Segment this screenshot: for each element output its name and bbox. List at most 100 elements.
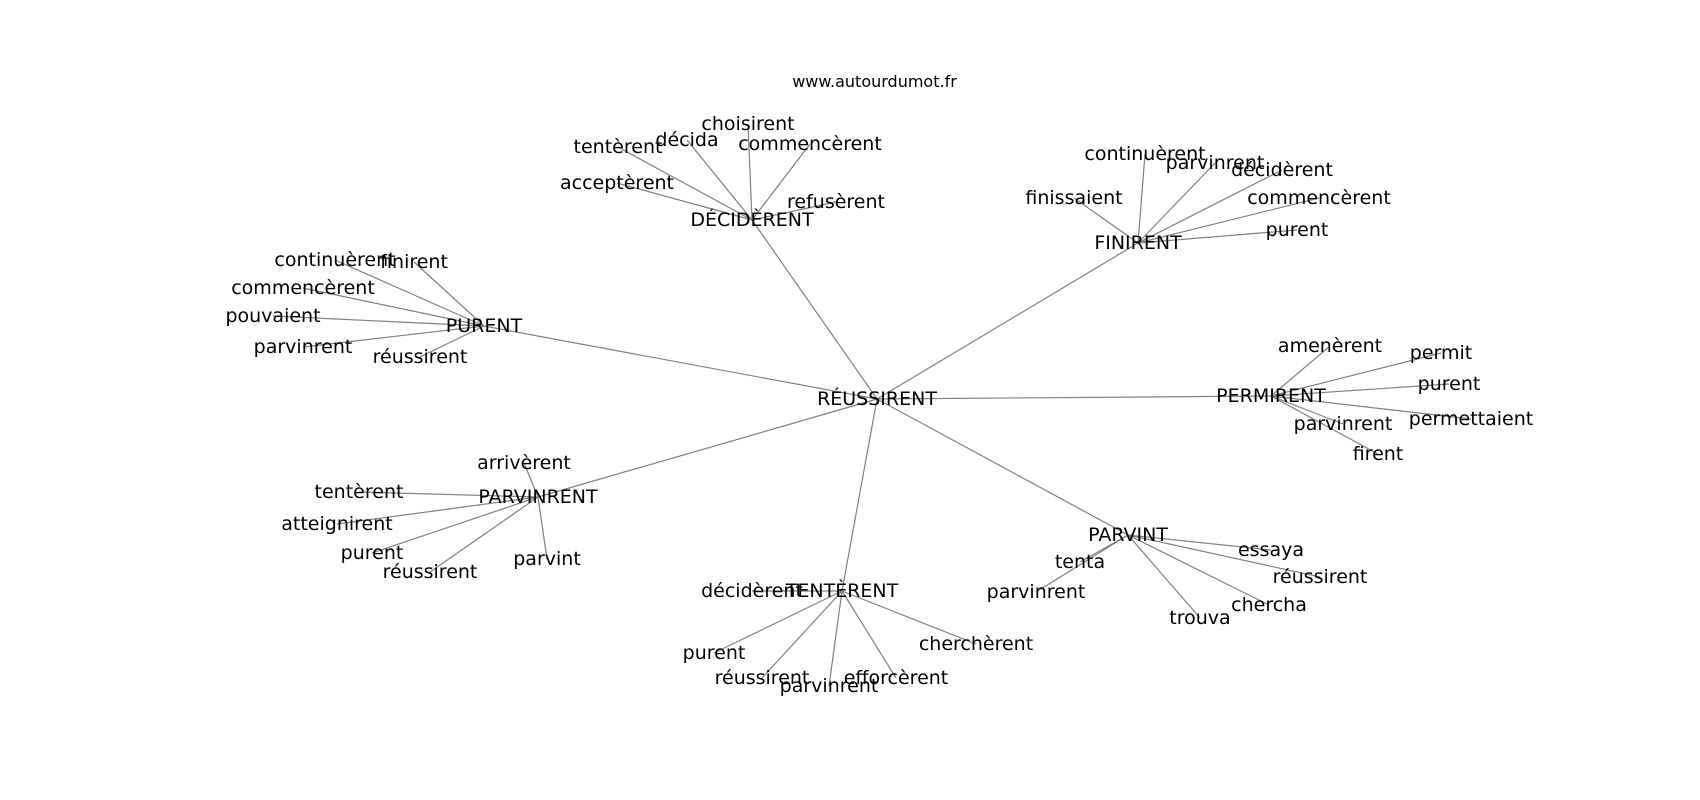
leaf-node-purent: purent: [1266, 219, 1329, 241]
leaf-node-refuserent: refusèrent: [787, 191, 885, 213]
leaf-node-permettaient: permettaient: [1409, 408, 1533, 430]
edge-parvinrent-to-atteignirent: [336, 496, 539, 525]
leaf-node-reussirent: réussirent: [383, 561, 478, 583]
leaf-node-commencerent: commencèrent: [231, 277, 375, 299]
leaf-node-deciderent: décidèrent: [1231, 159, 1333, 181]
edge-finirent-to-purent: [1137, 229, 1298, 244]
leaf-node-accepterent: acceptèrent: [560, 172, 674, 194]
edge-parvint-to-chercha: [1127, 534, 1270, 606]
leaf-node-trouva: trouva: [1169, 607, 1230, 629]
hub-node-finirent: FINIRENT: [1094, 232, 1182, 254]
leaf-node-parvinrent: parvinrent: [254, 336, 353, 358]
edge-tenterent-to-chercherent: [841, 590, 977, 645]
leaf-node-reussirent: réussirent: [373, 346, 468, 368]
edge-permirent-to-permit: [1270, 352, 1442, 397]
edge-permirent-to-firent: [1270, 395, 1379, 455]
edge-parvinrent-to-tenterent: [358, 491, 539, 498]
leaf-node-essaya: essaya: [1238, 539, 1304, 561]
edge-layer: [272, 123, 1472, 687]
edge-parvint-to-reussirent: [1127, 534, 1321, 578]
edge-finirent-to-finissaient: [1073, 197, 1139, 244]
source-website-label: www.autourdumot.fr: [792, 72, 957, 91]
edge-purent-to-finirent: [413, 261, 485, 327]
leaf-node-purent: purent: [683, 642, 746, 664]
leaf-node-purent: purent: [1418, 373, 1481, 395]
edge-tenterent-to-purent: [713, 590, 843, 654]
edge-tenterent-to-reussirent: [761, 590, 843, 679]
edge-permirent-to-amenerent: [1270, 345, 1331, 397]
edge-permirent-to-permettaient: [1270, 395, 1472, 420]
leaf-node-deciderent: décidèrent: [701, 580, 803, 602]
edge-deciderent-to-commencerent: [751, 143, 811, 221]
leaf-node-tenterent: tentèrent: [574, 136, 663, 158]
edge-deciderent-to-refuserent: [751, 201, 837, 221]
edge-purent-to-continuerent: [334, 259, 485, 327]
edge-center-to-purent: [483, 325, 878, 400]
edge-finirent-to-parvinrent: [1137, 162, 1216, 244]
leaf-node-atteignirent: atteignirent: [281, 513, 392, 535]
leaf-node-pouvaient: pouvaient: [225, 305, 320, 327]
leaf-node-permit: permit: [1410, 342, 1472, 364]
leaf-node-tenta: tenta: [1055, 551, 1105, 573]
leaf-node-parvinrent: parvinrent: [780, 675, 879, 697]
leaf-node-reussirent: réussirent: [1273, 566, 1368, 588]
leaf-node-firent: firent: [1353, 443, 1404, 465]
leaf-node-parvinrent: parvinrent: [1166, 152, 1265, 174]
edge-parvinrent-to-purent: [371, 496, 539, 554]
edge-purent-to-commencerent: [302, 287, 485, 327]
edge-deciderent-to-tenterent: [617, 146, 753, 221]
edge-parvint-to-trouva: [1127, 534, 1201, 619]
edge-center-to-permirent: [876, 395, 1272, 400]
leaf-node-parvinrent: parvinrent: [987, 581, 1086, 603]
edge-permirent-to-parvinrent: [1270, 395, 1344, 425]
leaf-node-tenterent: tentèrent: [315, 481, 404, 503]
edge-parvinrent-to-reussirent: [429, 496, 539, 573]
hub-node-parvinrent: PARVINRENT: [478, 486, 598, 508]
leaf-node-chercherent: cherchèrent: [919, 633, 1033, 655]
edge-permirent-to-purent: [1270, 383, 1450, 397]
leaf-node-decida: décida: [655, 129, 718, 151]
leaf-node-choisirent: choisirent: [701, 113, 794, 135]
leaf-node-commencerent: commencèrent: [1247, 187, 1391, 209]
leaf-node-amenerent: amenèrent: [1278, 335, 1382, 357]
edge-center-to-deciderent: [751, 219, 878, 400]
leaf-node-purent: purent: [341, 542, 404, 564]
leaf-node-commencerent: commencèrent: [738, 133, 882, 155]
edge-parvint-to-essaya: [1127, 534, 1272, 551]
edge-finirent-to-deciderent: [1137, 169, 1283, 244]
hub-node-purent: PURENT: [446, 315, 523, 337]
edge-center-to-tenterent: [841, 398, 878, 592]
leaf-node-arriverent: arrivèrent: [477, 452, 571, 474]
edge-center-to-parvinrent: [537, 398, 878, 498]
hub-node-parvint: PARVINT: [1088, 524, 1168, 546]
edge-purent-to-pouvaient: [272, 315, 485, 327]
edge-parvint-to-parvinrent: [1035, 534, 1129, 593]
leaf-node-parvinrent: parvinrent: [1294, 413, 1393, 435]
leaf-node-chercha: chercha: [1231, 594, 1307, 616]
edge-finirent-to-continuerent: [1137, 153, 1146, 244]
edge-center-to-finirent: [876, 242, 1139, 400]
edge-parvinrent-to-arriverent: [523, 462, 539, 498]
leaf-node-parvint: parvint: [513, 548, 581, 570]
label-layer: RÉUSSIRENTDÉCIDÈRENTchoisirentdécidatent…: [225, 113, 1533, 697]
hub-node-deciderent: DÉCIDÈRENT: [690, 208, 814, 231]
leaf-node-efforcerent: efforcèrent: [844, 667, 949, 689]
edge-center-to-parvint: [876, 398, 1129, 536]
edge-tenterent-to-parvinrent: [828, 590, 843, 687]
edge-purent-to-parvinrent: [302, 325, 485, 348]
edge-parvinrent-to-parvint: [537, 496, 548, 560]
leaf-node-finissaient: finissaient: [1025, 187, 1122, 209]
edge-deciderent-to-decida: [686, 139, 753, 221]
leaf-node-finirent: finirent: [380, 251, 448, 273]
edge-tenterent-to-efforcerent: [841, 590, 897, 679]
edge-deciderent-to-choisirent: [747, 123, 753, 221]
hub-node-tenterent: TENTÈRENT: [785, 579, 899, 602]
center-word-node: RÉUSSIRENT: [817, 387, 937, 410]
edge-finirent-to-commencerent: [1137, 197, 1320, 244]
edge-purent-to-reussirent: [419, 325, 485, 358]
hub-node-permirent: PERMIRENT: [1216, 385, 1326, 407]
leaf-node-reussirent: réussirent: [715, 667, 810, 689]
leaf-node-continuerent: continuèrent: [274, 249, 395, 271]
leaf-node-continuerent: continuèrent: [1084, 143, 1205, 165]
